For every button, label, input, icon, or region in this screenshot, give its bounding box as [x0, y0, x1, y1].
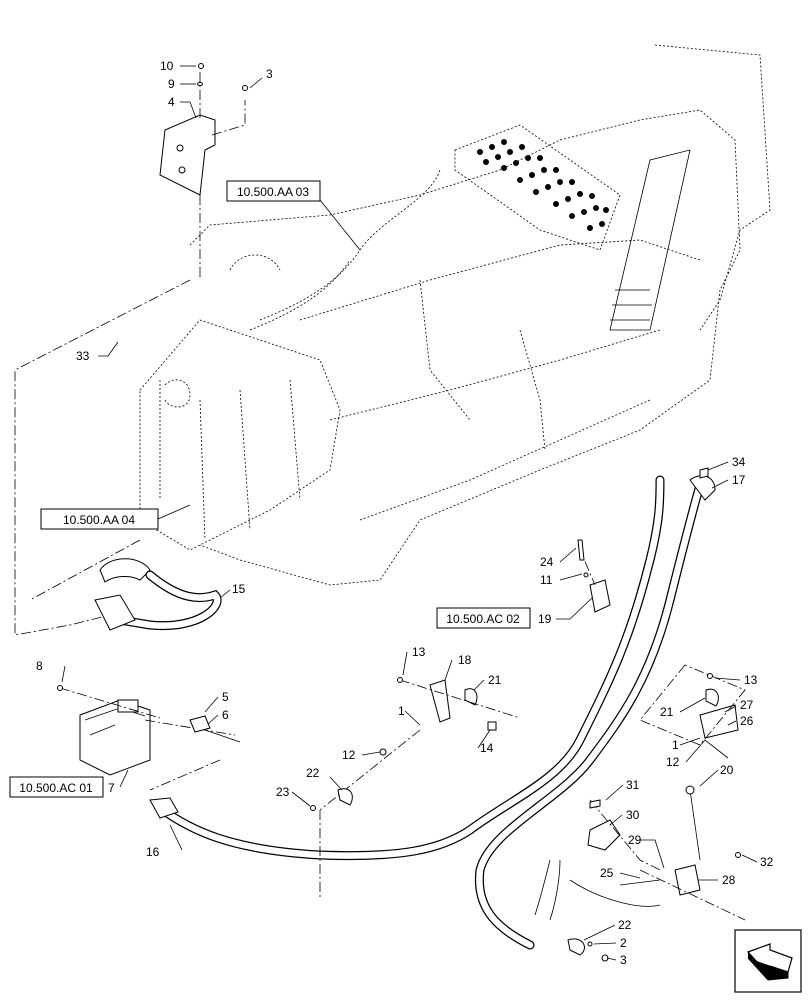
bolt-part-14: [487, 721, 497, 731]
clamp-bracket-part-18: [429, 679, 451, 723]
callout-25: 25: [600, 866, 614, 880]
callout-26: 26: [740, 714, 754, 728]
screw-part-10: [198, 63, 204, 69]
callout-5: 5: [222, 690, 229, 704]
svg-text:10.500.AA 03: 10.500.AA 03: [237, 185, 309, 199]
callout-13-left: 13: [412, 645, 426, 659]
grate-holes: [477, 139, 609, 231]
harness-part-15: [94, 558, 222, 631]
callout-3-bottom: 3: [620, 953, 627, 967]
plate-part-28: [674, 864, 701, 896]
callout-23: 23: [276, 785, 290, 799]
callout-21-left: 21: [488, 673, 502, 687]
screw-part-23: [310, 805, 316, 811]
leader-lines: [61, 65, 758, 961]
callout-16: 16: [146, 845, 160, 859]
reference-10-500-aa-04[interactable]: 10.500.AA 04: [40, 508, 159, 530]
callout-31: 31: [626, 778, 640, 792]
callout-20: 20: [720, 763, 734, 777]
callout-27: 27: [740, 698, 754, 712]
callout-8: 8: [36, 659, 43, 673]
fitting-part-25: [619, 879, 661, 886]
callout-13-right: 13: [744, 673, 758, 687]
callout-9: 9: [168, 77, 175, 91]
callout-14: 14: [480, 741, 494, 755]
callout-21-right: 21: [660, 705, 674, 719]
callout-12-right: 12: [666, 755, 680, 769]
callout-3-top: 3: [266, 67, 273, 81]
callout-labels: 10 9 4 3 33 15 8 5 6 7 16 13 18 21 1 14 …: [36, 59, 774, 967]
callout-22-bottom: 22: [618, 918, 632, 932]
svg-text:10.500.AC 02: 10.500.AC 02: [446, 612, 520, 626]
screw-part-2: [587, 941, 593, 947]
clamp-part-22-left: [337, 788, 353, 806]
pump-assembly-part-7: [79, 699, 151, 776]
callout-1-left: 1: [398, 704, 405, 718]
screw-part-31: [589, 799, 601, 809]
intake-tube: [609, 44, 771, 331]
reference-10-500-aa-03[interactable]: 10.500.AA 03: [226, 180, 321, 202]
wire-harness-lower: [534, 859, 661, 921]
callout-4: 4: [168, 95, 175, 109]
screw-part-24: [577, 539, 585, 561]
callout-22-left: 22: [306, 766, 320, 780]
nut-part-3-top: [242, 85, 248, 91]
valve-part-30: [587, 819, 621, 851]
screw-part-13-right: [707, 673, 713, 679]
clamp-part-22-bottom: [567, 938, 585, 956]
callout-30: 30: [626, 808, 640, 822]
callout-19: 19: [538, 612, 552, 626]
callout-33: 33: [76, 349, 90, 363]
callout-32: 32: [760, 855, 774, 869]
screw-part-8: [57, 685, 63, 691]
hose-part-16: [149, 475, 665, 861]
isometric-view-arrow-icon: [734, 929, 802, 993]
sensor-part-20: [685, 785, 701, 861]
fitting-part-5-6: [189, 715, 241, 743]
nut-part-12-left: [379, 748, 387, 756]
valve-part-19: [589, 579, 611, 613]
callout-28: 28: [722, 873, 736, 887]
callout-12-left: 12: [342, 748, 356, 762]
clamp-part-21-left: [464, 688, 478, 706]
callout-10: 10: [160, 59, 174, 73]
screw-part-32: [735, 852, 741, 858]
callout-24: 24: [540, 555, 554, 569]
svg-text:10.500.AA 04: 10.500.AA 04: [63, 513, 135, 527]
svg-text:10.500.AC 01: 10.500.AC 01: [19, 781, 93, 795]
machine-frame-outline: [189, 109, 741, 586]
reference-10-500-ac-02[interactable]: 10.500.AC 02: [436, 607, 531, 629]
callout-15: 15: [232, 582, 246, 596]
hose-part-17: [474, 475, 716, 950]
callout-6: 6: [222, 708, 229, 722]
callout-17: 17: [732, 473, 746, 487]
clip-part-34: [699, 467, 709, 479]
callout-34: 34: [732, 455, 746, 469]
washer-part-9: [197, 82, 203, 86]
callout-1-right: 1: [672, 738, 679, 752]
callout-2: 2: [620, 936, 627, 950]
screw-part-13-left: [397, 677, 403, 683]
washer-part-11: [583, 572, 589, 578]
callout-18: 18: [458, 653, 472, 667]
callout-11: 11: [540, 573, 553, 587]
clamp-part-21-right: [705, 688, 719, 707]
reference-10-500-ac-01[interactable]: 10.500.AC 01: [9, 776, 104, 798]
bracket-part-4: [159, 114, 216, 196]
callout-29: 29: [628, 833, 642, 847]
fuel-tank-outline: [139, 319, 341, 551]
callout-7: 7: [108, 781, 115, 795]
